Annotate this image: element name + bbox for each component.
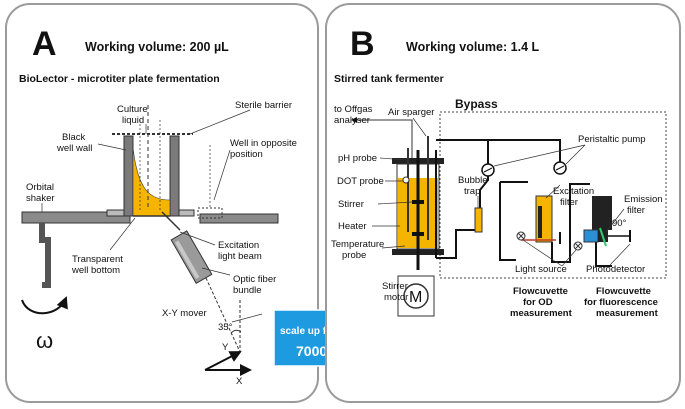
tube-to-od xyxy=(499,182,516,261)
label-culture-1: Culture xyxy=(117,104,148,115)
bypass-box xyxy=(439,111,667,279)
label-fc-fl-3: measurement xyxy=(596,308,659,319)
label-fc-od-1: Flowcuvette xyxy=(513,286,568,297)
opposite-well xyxy=(197,207,223,219)
tube-pump-2 xyxy=(488,139,561,162)
pointer-pump-1 xyxy=(493,144,586,167)
label-bypass: Bypass xyxy=(455,97,498,111)
label-sterile-barrier: Sterile barrier xyxy=(235,100,292,111)
excitation-beam xyxy=(161,211,181,231)
motor-letter: M xyxy=(409,289,422,306)
rotation-arrow xyxy=(21,296,68,315)
label-excitation-1: Excitation xyxy=(218,240,259,251)
tube-od-to-fl xyxy=(551,183,590,263)
od-cuvette-window xyxy=(538,206,542,238)
label-opposite-well-2: position xyxy=(230,149,263,160)
label-excitation-2: light beam xyxy=(218,251,262,262)
label-black-wall-2: well wall xyxy=(56,143,92,154)
angle-arc xyxy=(230,329,242,334)
label-photodetector: Photodetector xyxy=(586,264,645,275)
panel-a: A Working volume: 200 µL BioLector - mic… xyxy=(5,3,319,403)
well-foot-left xyxy=(106,209,126,217)
panel-a-volume: Working volume: 200 µL xyxy=(85,40,229,54)
label-bubble-trap-1: Bubble xyxy=(458,175,488,186)
label-fc-od-3: measurement xyxy=(510,308,573,319)
emission-filter xyxy=(599,227,607,247)
offgas-line xyxy=(351,117,413,158)
fluorescence-flowcuvette xyxy=(583,229,599,243)
motor-circle xyxy=(403,283,429,309)
label-fc-fl-1: Flowcuvette xyxy=(596,286,651,297)
label-air-sparger: Air sparger xyxy=(388,107,434,118)
pointer-pump-2 xyxy=(565,144,586,165)
orbital-shaker-arm xyxy=(39,223,51,288)
label-fc-fl-2: for fluorescence xyxy=(584,297,658,308)
impeller-lower xyxy=(412,232,424,236)
label-emission-filter-1: Emission xyxy=(624,194,663,205)
label-offgas-1: to Offgas xyxy=(334,104,373,115)
impeller-upper xyxy=(412,200,424,204)
tube-fl-out xyxy=(595,242,612,267)
label-opposite-well-1: Well in opposite xyxy=(230,138,297,149)
label-offgas-2: analyser xyxy=(334,115,370,126)
label-angle-35: 35° xyxy=(218,322,233,333)
panel-b: B Working volume: 1.4 L Stirred tank fer… xyxy=(325,3,681,403)
label-culture-2: liquid xyxy=(122,115,144,126)
label-transparent-1: Transparent xyxy=(72,254,123,265)
label-dot-probe: DOT probe xyxy=(337,176,384,187)
light-source-fl-cross xyxy=(574,242,582,250)
well-wall-left xyxy=(123,135,134,217)
well-wall-right xyxy=(169,135,180,217)
label-black-wall-1: Black xyxy=(62,132,85,143)
panel-b-pointers xyxy=(372,117,631,267)
label-excitation-filter-2: filter xyxy=(560,197,578,208)
culture-liquid xyxy=(132,147,171,217)
label-excitation-filter-1: Excitation xyxy=(553,186,594,197)
label-peristaltic-pump: Peristaltic pump xyxy=(578,134,646,145)
label-stirrer: Stirrer xyxy=(338,199,364,210)
label-x-axis: X xyxy=(236,376,243,387)
label-fc-od-2: for OD xyxy=(523,297,553,308)
panel-b-letter: B xyxy=(350,25,375,63)
optic-fiber-bundle xyxy=(170,230,213,284)
plate-left xyxy=(21,211,131,224)
tube-bottom-out xyxy=(436,229,476,259)
arrow-label-2: 7000 xyxy=(296,343,327,359)
arrow-label-1: scale up factor xyxy=(280,326,351,337)
label-temperature-1: Temperature xyxy=(331,239,384,250)
light-source-od-cross xyxy=(517,232,525,240)
label-transparent-2: well bottom xyxy=(71,265,120,276)
panel-b-subtitle: Stirred tank fermenter xyxy=(334,73,444,85)
label-light-source: Light source xyxy=(515,264,567,275)
label-orbital-1: Orbital xyxy=(26,182,54,193)
label-temperature-2: probe xyxy=(342,250,366,261)
label-orbital-2: shaker xyxy=(26,193,55,204)
label-stirrer-motor-1: Stirrer xyxy=(382,281,408,292)
y-axis-arrow xyxy=(204,351,242,371)
label-omega: ω xyxy=(36,328,53,353)
panel-a-letter: A xyxy=(32,25,57,63)
label-stirrer-motor-2: motor xyxy=(384,292,408,303)
panel-a-subtitle: BioLector - microtiter plate fermentatio… xyxy=(19,73,220,85)
label-emission-filter-2: filter xyxy=(627,205,645,216)
bubble-trap xyxy=(474,207,483,233)
fiber-axis xyxy=(205,277,241,353)
dot-probe-tip xyxy=(402,176,410,184)
label-bubble-trap-2: trap xyxy=(464,186,480,197)
panel-a-pointers xyxy=(41,109,263,323)
label-90-degrees: 90° xyxy=(612,218,627,229)
label-fiber-2: bundle xyxy=(233,285,262,296)
label-xy-mover: X-Y mover xyxy=(162,308,207,319)
excitation-housing xyxy=(592,196,612,230)
label-y-axis: Y xyxy=(222,342,229,353)
label-heater: Heater xyxy=(338,221,367,232)
pump-2-rotor xyxy=(555,165,565,171)
panel-b-volume: Working volume: 1.4 L xyxy=(406,40,539,54)
label-fiber-1: Optic fiber xyxy=(233,274,276,285)
label-ph-probe: pH probe xyxy=(338,153,377,164)
pump-1-rotor xyxy=(483,167,493,173)
